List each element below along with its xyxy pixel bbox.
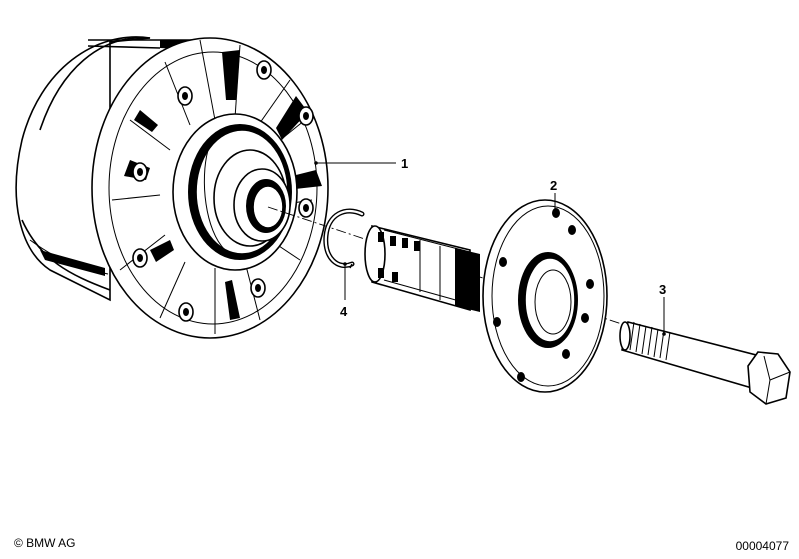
- callout-4: 4: [340, 304, 348, 319]
- copyright-label: © BMW AG: [14, 536, 76, 550]
- document-number: 00004077: [735, 539, 789, 553]
- hex-bolt: [619, 321, 791, 405]
- stub-shaft-flange: [364, 199, 608, 393]
- callout-2: 2: [550, 178, 557, 193]
- callout-3: 3: [659, 282, 666, 297]
- hub-assembly: [15, 36, 329, 339]
- leader-lines: [314, 161, 666, 336]
- callout-1: 1: [401, 156, 408, 171]
- circlip: [323, 208, 365, 269]
